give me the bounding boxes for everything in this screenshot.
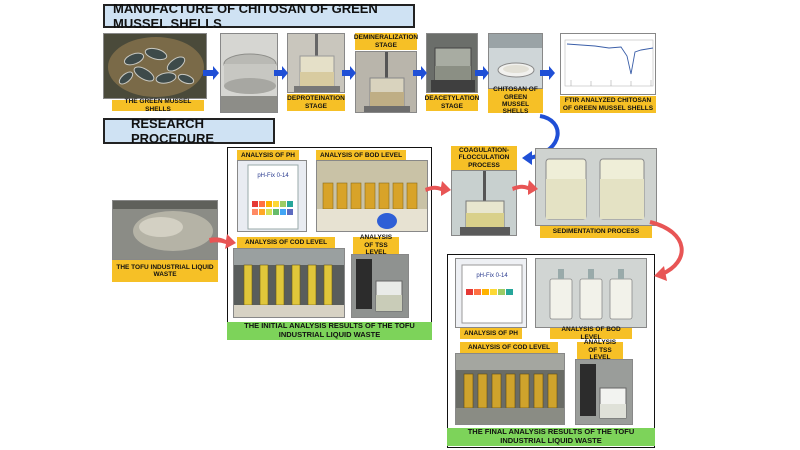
final-bod-label: ANALYSIS OF BOD LEVEL xyxy=(550,326,632,341)
deproteination-photo xyxy=(287,33,345,93)
final-tss-label-text: ANALYSIS OF TSS LEVEL xyxy=(583,339,617,362)
arrow-right-icon xyxy=(425,181,451,196)
arrow-right-icon xyxy=(413,66,427,80)
initial-result-label: THE INITIAL ANALYSIS RESULTS OF THE TOFU… xyxy=(227,321,432,340)
research-title: RESEARCH PROCEDURE xyxy=(103,116,275,146)
sedimentation-label-text: SEDIMENTATION PROCESS xyxy=(552,228,640,236)
final-ph-photo: pH-Fix 0-14 xyxy=(455,258,527,328)
tofu-waste-label-text: THE TOFU INDUSTRIAL LIQUID WASTE xyxy=(116,263,214,278)
initial-bod-photo xyxy=(316,160,428,232)
demineralization-label-text: DEMINERALIZATION STAGE xyxy=(353,34,419,49)
ph-strip-text: pH-Fix 0-14 xyxy=(257,173,289,179)
manufacture-title: MANUFACTURE OF CHITOSAN OF GREEN MUSSEL … xyxy=(103,1,415,31)
initial-result-label-text: THE INITIAL ANALYSIS RESULTS OF THE TOFU… xyxy=(244,321,415,339)
final-ph-label-text: ANALYSIS OF PH xyxy=(464,329,518,337)
tofu-waste-photo xyxy=(112,200,218,260)
sedimentation-photo xyxy=(535,148,657,226)
sieve-photo xyxy=(220,33,278,113)
deacetylation-photo xyxy=(426,33,478,93)
arrow-right-icon xyxy=(203,66,219,80)
ftir-label: FTIR ANALYZED CHITOSAN OF GREEN MUSSEL S… xyxy=(560,96,656,113)
initial-ph-label: ANALYSIS OF PH xyxy=(237,150,299,161)
arrow-right-icon xyxy=(342,66,356,80)
manufacture-title-text: MANUFACTURE OF CHITOSAN OF GREEN MUSSEL … xyxy=(113,1,378,31)
initial-tss-label: ANALYSIS OF TSS LEVEL xyxy=(353,234,399,257)
initial-cod-label-text: ANALYSIS OF COD LEVEL xyxy=(244,238,328,246)
shells-label: THE GREEN MUSSEL SHELLS xyxy=(112,98,204,113)
initial-cod-label: ANALYSIS OF COD LEVEL xyxy=(237,237,335,248)
initial-bod-label-text: ANALYSIS OF BOD LEVEL xyxy=(319,151,403,159)
final-analysis-frame xyxy=(447,254,655,448)
initial-cod-photo xyxy=(233,248,345,318)
coagulation-label-text: COAGULATION-FLOCCULATION PROCESS xyxy=(458,146,510,169)
arrow-right-icon xyxy=(540,66,555,80)
chitosan-photo xyxy=(488,33,543,89)
coagulation-label: COAGULATION-FLOCCULATION PROCESS xyxy=(451,146,517,170)
ph-strip-text: pH-Fix 0-14 xyxy=(476,273,508,279)
arrow-right-icon xyxy=(274,66,288,80)
deproteination-label: DEPROTEINATION STAGE xyxy=(287,94,345,111)
final-result-label-text: THE FINAL ANALYSIS RESULTS OF THE TOFU I… xyxy=(467,427,635,445)
research-title-text: RESEARCH PROCEDURE xyxy=(131,116,215,146)
final-cod-label-text: ANALYSIS OF COD LEVEL xyxy=(467,343,551,351)
arrow-right-icon xyxy=(512,180,538,195)
arrow-head-icon xyxy=(654,266,667,281)
initial-bod-label: ANALYSIS OF BOD LEVEL xyxy=(316,150,406,161)
coagulation-photo xyxy=(451,170,517,236)
initial-ph-photo: pH-Fix 0-14 xyxy=(237,160,307,232)
final-cod-label: ANALYSIS OF COD LEVEL xyxy=(460,342,558,353)
curved-arrow-icon xyxy=(649,220,684,276)
final-cod-photo xyxy=(455,353,565,425)
arrow-right-icon xyxy=(475,66,489,80)
tofu-waste-label: THE TOFU INDUSTRIAL LIQUID WASTE xyxy=(112,260,218,282)
shells-label-text: THE GREEN MUSSEL SHELLS xyxy=(124,98,192,113)
final-ph-label: ANALYSIS OF PH xyxy=(460,328,522,339)
chitosan-label: CHITOSAN OF GREEN MUSSEL SHELLS xyxy=(488,86,543,116)
chitosan-label-text: CHITOSAN OF GREEN MUSSEL SHELLS xyxy=(493,86,538,116)
arrow-head-icon xyxy=(522,151,532,165)
deacetylation-label: DEACETYLATION STAGE xyxy=(424,94,480,111)
final-tss-label: ANALYSIS OF TSS LEVEL xyxy=(577,339,623,362)
arrow-right-icon xyxy=(209,234,236,249)
final-bod-photo xyxy=(535,258,647,328)
demineralization-photo xyxy=(355,51,417,113)
ftir-label-text: FTIR ANALYZED CHITOSAN OF GREEN MUSSEL S… xyxy=(562,97,654,112)
initial-tss-photo xyxy=(351,254,409,318)
final-result-label: THE FINAL ANALYSIS RESULTS OF THE TOFU I… xyxy=(447,427,655,446)
initial-tss-label-text: ANALYSIS OF TSS LEVEL xyxy=(359,234,393,257)
deacetylation-label-text: DEACETYLATION STAGE xyxy=(424,95,480,110)
final-tss-photo xyxy=(575,359,633,425)
mussel-shells-photo xyxy=(103,33,207,99)
ftir-spectrum-image xyxy=(560,33,656,95)
initial-ph-label-text: ANALYSIS OF PH xyxy=(241,151,295,159)
demineralization-label: DEMINERALIZATION STAGE xyxy=(353,33,419,50)
final-bod-label-text: ANALYSIS OF BOD LEVEL xyxy=(561,326,621,341)
deproteination-label-text: DEPROTEINATION STAGE xyxy=(287,95,345,110)
sedimentation-label: SEDIMENTATION PROCESS xyxy=(540,226,652,238)
